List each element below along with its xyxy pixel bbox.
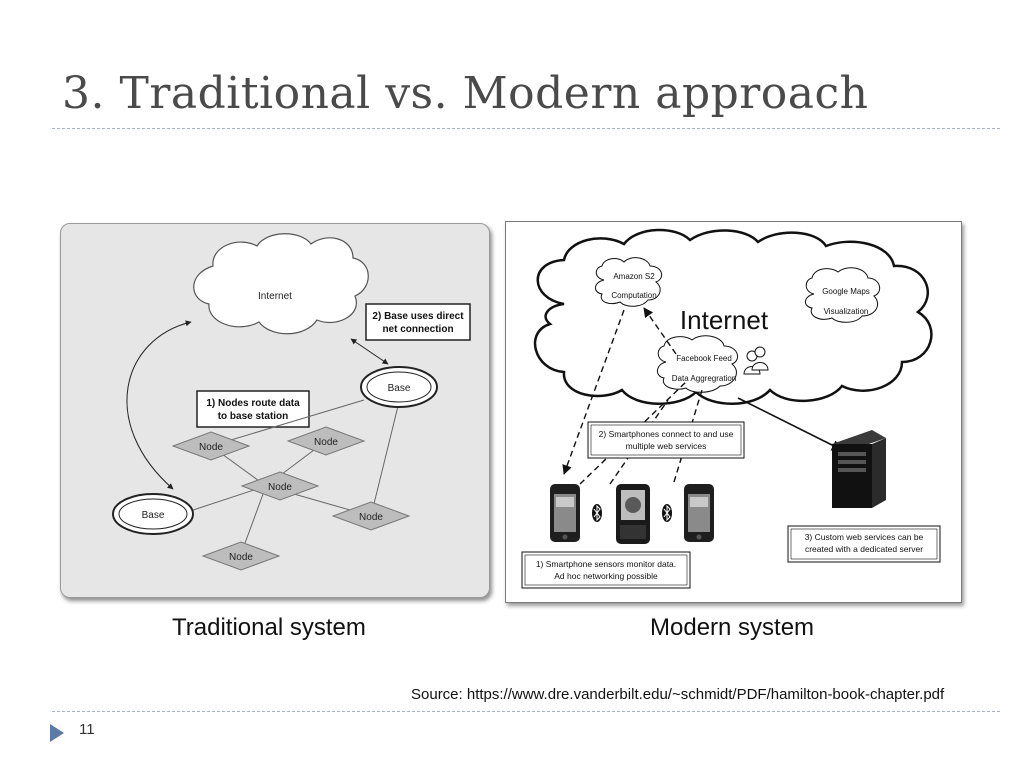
node-diamond-1: Node <box>171 431 251 461</box>
callout-base-line2: net connection <box>382 324 453 335</box>
smartphone-icon <box>550 484 580 542</box>
internet-to-base-top-arrow <box>350 338 389 365</box>
callout-server-box <box>787 525 941 563</box>
node-diamond-2: Node <box>286 426 366 456</box>
callout-base-box <box>365 303 471 341</box>
slide-title: 3. Traditional vs. Modern approach <box>62 68 869 119</box>
internet-to-base-left-arrow <box>126 320 192 490</box>
callout-phones-line2: multiple web services <box>626 441 707 451</box>
callout-phones-line1: 2) Smartphones connect to and use <box>599 429 734 439</box>
facebook-line1: Facebook Feed <box>676 354 732 363</box>
callout-phones-box <box>587 421 745 459</box>
callout-sensors-box <box>521 551 691 589</box>
traditional-diagram: Internet 2) Base uses direct net connect… <box>60 223 490 598</box>
callout-server-line1: 3) Custom web services can be <box>805 532 924 542</box>
caption-modern: Modern system <box>650 614 815 641</box>
node-label: Node <box>268 482 292 493</box>
page-number: 11 <box>79 721 95 738</box>
bluetooth-icon <box>592 504 602 522</box>
modern-diagram-canvas: Internet Amazon S2 Computation Google Ma… <box>521 228 941 589</box>
callout-base-line1: 2) Base uses direct <box>372 311 464 322</box>
bluetooth-icon <box>662 504 672 522</box>
base-left-label: Base <box>142 510 165 521</box>
modern-cloud-label: Internet <box>680 305 769 335</box>
title-divider <box>52 128 1000 129</box>
caption-traditional: Traditional system <box>172 614 366 641</box>
callout-sensors-line2: Ad hoc networking possible <box>554 571 658 581</box>
node-label: Node <box>199 442 223 453</box>
amazon-cloud-shape <box>595 257 663 307</box>
smartphone-icon <box>684 484 714 542</box>
footer-divider <box>52 711 1000 712</box>
server-icon <box>832 430 886 508</box>
facebook-line2: Data Aggregration <box>672 374 737 383</box>
traditional-cloud-label: Internet <box>258 291 292 302</box>
modern-diagram: Internet Amazon S2 Computation Google Ma… <box>505 221 962 603</box>
node-label: Node <box>314 437 338 448</box>
base-left-inner <box>118 498 188 530</box>
callout-server-line2: created with a dedicated server <box>805 544 923 554</box>
node-diamond-4: Node <box>331 501 411 531</box>
node-label: Node <box>229 552 253 563</box>
people-icon <box>743 346 769 375</box>
callout-nodes-line2: to base station <box>218 411 289 422</box>
callout-sensors-line1: 1) Smartphone sensors monitor data. <box>536 559 676 569</box>
callout-server-inner <box>790 528 938 560</box>
callout-nodes-line1: 1) Nodes route data <box>206 398 300 409</box>
smartphone-icon <box>616 484 650 544</box>
callout-nodes-box <box>196 390 310 428</box>
google-line1: Google Maps <box>822 287 870 296</box>
source-citation: Source: https://www.dre.vanderbilt.edu/~… <box>411 686 945 703</box>
node-diamond-5: Node <box>201 541 281 571</box>
amazon-line2: Computation <box>611 291 656 300</box>
node-diamond-3: Node <box>240 471 320 501</box>
page-arrow-icon <box>50 724 64 742</box>
facebook-cloud-shape <box>657 335 739 393</box>
node-label: Node <box>359 512 383 523</box>
callout-phones-inner <box>590 424 742 456</box>
traditional-diagram-canvas: Internet 2) Base uses direct net connect… <box>112 233 471 571</box>
google-cloud-shape <box>805 267 881 323</box>
google-line2: Visualization <box>824 307 869 316</box>
base-top-label: Base <box>388 383 411 394</box>
amazon-line1: Amazon S2 <box>613 272 655 281</box>
internet-cloud-shape <box>193 233 369 335</box>
service-to-server-arrow <box>737 397 844 451</box>
callout-sensors-inner <box>524 554 688 586</box>
base-top-inner <box>366 371 432 403</box>
